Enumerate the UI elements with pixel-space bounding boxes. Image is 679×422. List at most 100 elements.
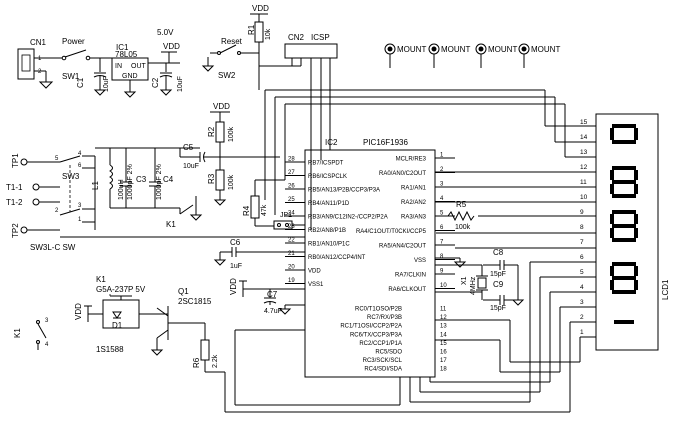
c5-value: 10uF (183, 163, 199, 170)
l1-inductor (109, 164, 113, 190)
mcu-pin-number: 14 (440, 332, 447, 338)
mcu-pin-number: 13 (440, 324, 447, 330)
c2-label: C2 (151, 77, 160, 88)
mcu-pin-number: 4 (440, 196, 444, 202)
ic1-gnd-pin: GND (122, 73, 138, 80)
mcu-pin-name: RB4/AN11/P1D (308, 201, 350, 207)
mcu-pin-number: 12 (440, 315, 447, 321)
lcd-digit (610, 210, 638, 242)
svg-text:1: 1 (38, 56, 42, 62)
tp2-label: TP2 (11, 223, 20, 238)
cn1-connector (17, 48, 35, 80)
mcu-pin-name: RB5/AN13/P2B/CCP3/P3A (308, 188, 380, 194)
tp2-terminal (20, 226, 28, 234)
mcu-part: PIC16F1936 (363, 138, 408, 147)
lcd-pin-number: 6 (580, 254, 584, 261)
r2-value: 100k (228, 126, 235, 142)
c8-value: 15pF (490, 271, 506, 278)
sw3-pin: 6 (78, 163, 82, 169)
c6-label: C6 (230, 238, 241, 247)
mcu-pin-name: RC1/T1OSI/CCP2/P2A (340, 324, 402, 330)
power-section: CN1 1 2 Power SW1 C1 10uF IC1 78L05 IN O… (17, 28, 184, 98)
q1-label: Q1 (178, 287, 189, 296)
sw1-label: SW1 (62, 72, 80, 81)
bus-wiring (205, 89, 596, 413)
r1-label: R1 (247, 24, 256, 35)
q1-part: 2SC1815 (178, 297, 212, 306)
x1-value: 4MHz (470, 276, 477, 295)
mcu-pin-number: 9 (440, 269, 444, 275)
k1-contact-label: K1 (13, 328, 22, 338)
sw3-pin: 5 (55, 156, 59, 162)
lcd-pin-number: 15 (580, 119, 588, 126)
c9-label: C9 (493, 280, 504, 289)
cn1-label: CN1 (30, 38, 47, 47)
mcu-pin-number: 1 (440, 153, 444, 159)
lcd-digit (610, 124, 638, 144)
vdd-label: VDD (163, 42, 180, 51)
x1-crystal (477, 277, 487, 289)
reset-switch (219, 44, 237, 54)
mcu-pin-name: RC4/SDI/SDA (364, 367, 402, 373)
mcu-pin-number: 16 (440, 350, 447, 356)
c8-label: C8 (493, 248, 504, 257)
mcu-pin-name: RA3/AN3 (401, 215, 427, 221)
r6-value: 2.2k (212, 354, 219, 368)
mcu-pin-name: RB6/ICSPCLK (308, 174, 347, 180)
r4-value: 47k (261, 204, 268, 216)
relay-section: K1 G5A-237P 5V VDD D1 1S1588 Q1 2SC1815 … (13, 275, 219, 372)
mcu-pin-name: RC0/T1OSO/P2B (355, 307, 402, 313)
sw3-label: SW3 (62, 172, 80, 181)
lcd-digit (610, 262, 638, 294)
c3-value: 1000pF 2% (127, 164, 134, 200)
lcd-pin-number: 11 (580, 179, 587, 186)
k1-contact (37, 323, 47, 339)
l1-value: 100uH (118, 179, 125, 200)
lcd-digit (610, 166, 638, 198)
relay-k1-ref: K1 (96, 275, 106, 284)
r3-value: 100k (228, 174, 235, 190)
r3-label: R3 (207, 173, 216, 184)
r4-label: R4 (242, 205, 251, 216)
reset-vdd-label: VDD (252, 4, 269, 13)
c4-label: C4 (163, 175, 174, 184)
input-vdd-label: VDD (213, 102, 230, 111)
mcu-pin-name: RA0/AN0/C2OUT (379, 171, 426, 177)
r5-resistor (447, 210, 475, 222)
mcu-pin-name: RB7/ICSPDT (308, 161, 344, 167)
relay-vdd-label: VDD (74, 303, 83, 320)
sw3-pin: 1 (78, 217, 82, 223)
lcd-pin-number: 2 (580, 314, 584, 321)
mcu-pin-number: 22 (288, 238, 295, 244)
sw3-pin: 4 (78, 151, 82, 157)
c7-value: 4.7uF (264, 308, 282, 315)
d1-label: D1 (112, 321, 123, 330)
r2-resistor (215, 121, 225, 143)
mount-label: MOUNT (488, 45, 517, 54)
sw3-pin: 2 (55, 208, 59, 214)
mcu-pin-name: RC2/CCP1/P1A (359, 341, 402, 347)
mcu-pin-name: RA1/AN1 (401, 186, 427, 192)
c9-value: 15pF (490, 305, 506, 312)
osc-vdd-label: VDD (229, 278, 238, 295)
mount-label: MOUNT (531, 45, 560, 54)
r6-label: R6 (192, 357, 201, 368)
d1-diode (112, 311, 122, 319)
k1-pin: 3 (45, 318, 49, 324)
mcu-pin-name: RC3/SCK/SCL (363, 358, 403, 364)
mcu-pin-name: MCLR/RE3 (396, 157, 427, 163)
mcu-right-pin-group: MCLR/RE31RA0/AN0/C2OUT2RA1/AN13RA2/AN24R… (356, 153, 455, 293)
t1-2-label: T1-2 (6, 198, 23, 207)
lcd-pin-number: 10 (580, 194, 588, 201)
mcu-pin-number: 17 (440, 358, 447, 364)
mcu-pin-name: VDD (308, 269, 321, 275)
mcu-pin-number: 10 (440, 283, 447, 289)
r4-resistor (250, 195, 260, 219)
mcu-ic2: IC2 PIC16F1936 28RB7/ICSPDT27RB6/ICSPCLK… (285, 100, 455, 378)
lcd-pin-number: 4 (580, 284, 584, 291)
icsp-connector (284, 43, 338, 59)
mcu-left-pin-group: 28RB7/ICSPDT27RB6/ICSPCLK26RB5/AN13/P2B/… (285, 157, 388, 288)
mcu-pin-number: 27 (288, 170, 295, 176)
